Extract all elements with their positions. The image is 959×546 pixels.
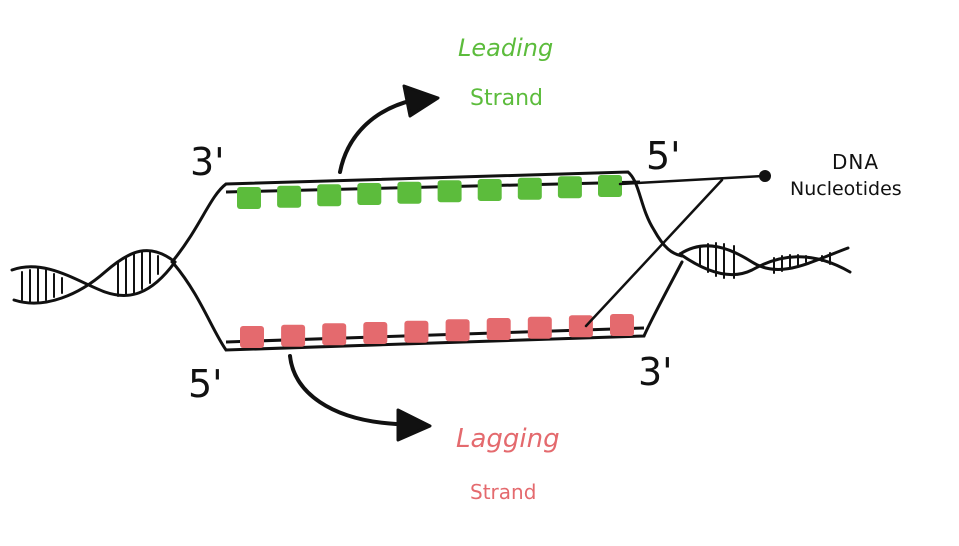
left-helix-strand-b — [12, 249, 177, 305]
end-label-top-left: 3' — [190, 140, 225, 184]
lagging-nucleotides — [240, 314, 634, 348]
leading-nucleotide — [477, 179, 502, 201]
lagging-strand — [225, 314, 645, 348]
fork-outline — [170, 170, 684, 352]
top-parent-strand — [170, 170, 684, 264]
leading-nucleotide — [397, 181, 422, 204]
leading-nucleotide — [357, 183, 382, 205]
pointer-dot — [759, 170, 771, 182]
pointer-line-top — [618, 174, 766, 186]
lagging-nucleotide — [610, 314, 634, 336]
left-helix-strand-a — [10, 260, 177, 297]
lagging-nucleotide — [404, 320, 429, 343]
leading-strand-label-line2: Strand — [470, 86, 544, 111]
right-double-helix — [678, 242, 852, 279]
left-helix-rungs — [21, 250, 159, 303]
end-label-bottom-right: 3' — [638, 350, 673, 394]
lagging-arrow — [288, 354, 432, 442]
lagging-nucleotide — [486, 318, 511, 340]
lagging-nucleotide — [240, 326, 264, 348]
nucleotide-pointer — [584, 170, 771, 328]
leading-nucleotide — [437, 180, 462, 203]
leading-nucleotide — [277, 185, 302, 208]
leading-arrow-shaft — [338, 98, 416, 174]
leading-nucleotide — [557, 176, 582, 199]
leading-nucleotide — [598, 175, 622, 197]
right-helix-rungs — [699, 242, 831, 279]
leading-strand — [225, 175, 641, 209]
lagging-arrowhead — [396, 408, 432, 442]
lagging-nucleotide — [281, 324, 306, 347]
leading-arrow — [338, 84, 440, 174]
leading-nucleotide — [237, 187, 261, 209]
lagging-nucleotide — [445, 319, 470, 342]
end-label-top-right: 5' — [646, 134, 681, 178]
lagging-nucleotide — [568, 315, 593, 338]
pointer-label-line1: DNA — [832, 150, 880, 174]
bottom-parent-strand — [172, 260, 684, 352]
lagging-nucleotide — [363, 322, 388, 344]
lagging-nucleotide — [527, 316, 552, 339]
pointer-label-line2: Nucleotides — [790, 178, 902, 200]
leading-nucleotide — [317, 184, 342, 207]
lagging-nucleotide — [322, 323, 347, 346]
right-helix-strand-b — [678, 252, 852, 276]
lagging-strand-label-line2: Strand — [470, 480, 537, 504]
leading-nucleotides — [237, 175, 622, 209]
pointer-line-diagonal — [584, 178, 724, 328]
leading-nucleotide — [517, 177, 542, 200]
lagging-arrow-shaft — [288, 354, 398, 426]
leading-strand-label-line1: Leading — [458, 34, 554, 62]
lagging-strand-label-line1: Lagging — [456, 424, 560, 454]
leading-arrowhead — [402, 84, 440, 118]
end-label-bottom-left: 5' — [188, 362, 223, 406]
left-double-helix — [10, 249, 177, 305]
